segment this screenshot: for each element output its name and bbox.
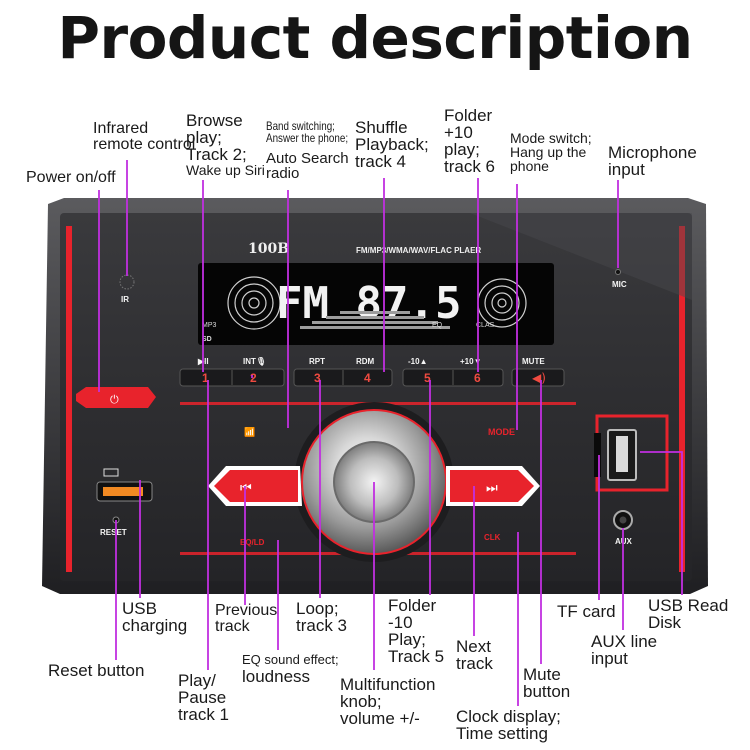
label-band: Band switching; Answer the phone;: [266, 119, 349, 145]
label-mode: Mode switch; Hang up the phone: [510, 130, 592, 174]
label-usb-charging: USB charging: [122, 599, 188, 635]
mic-text: MIC: [612, 280, 627, 289]
svg-text:CLK: CLK: [484, 533, 501, 542]
label-browse: Browse play; Track 2;: [186, 111, 247, 164]
preset-number-3: 3: [314, 371, 321, 385]
prev-icon: ⏮: [240, 481, 252, 496]
leader-lines: [98, 160, 683, 706]
label-auto-search: Auto Search radio: [266, 150, 349, 182]
mic-hole: [615, 269, 621, 275]
preset-number-6: 6: [474, 371, 481, 385]
prev-button: [214, 470, 298, 502]
label-play-pause: Play/ Pause track 1: [178, 671, 230, 724]
svg-text:SD: SD: [202, 336, 212, 343]
svg-text:EQ/LD: EQ/LD: [240, 538, 265, 547]
label-tf-card: TF card: [557, 602, 616, 621]
label-clock: Clock display; Time setting: [456, 707, 561, 743]
right-red-strip: [679, 226, 685, 572]
ir-sensor: [119, 274, 135, 290]
label-eq: EQ sound effect;: [242, 652, 339, 667]
label-next: Next track: [456, 637, 493, 673]
ir-text: IR: [121, 295, 129, 304]
preset-label-2: INT🎙: [243, 357, 266, 366]
label-folder-plus: Folder +10 play; track 6: [444, 106, 496, 176]
svg-text:📶: 📶: [244, 426, 255, 438]
preset-buttons: 1 2 3 4 5 6 ◀): [179, 368, 565, 387]
svg-text:◀): ◀): [532, 371, 546, 385]
power-button: [76, 387, 156, 408]
preset-label-mute: MUTE: [522, 357, 545, 366]
lcd-clas: CLAS: [476, 322, 495, 329]
label-folder-minus: Folder -10 Play; Track 5: [388, 596, 445, 666]
svg-text:MODE: MODE: [488, 427, 515, 437]
label-loudness: loudness: [242, 667, 311, 686]
preset-number-2: 2: [250, 371, 257, 385]
label-microphone: Microphone input: [608, 143, 697, 179]
preset-number-4: 4: [364, 371, 371, 385]
left-red-strip: [66, 226, 72, 572]
power-icon: ⏻: [110, 393, 119, 406]
lcd-mp3: MP3: [202, 322, 217, 329]
page-title: Product description: [57, 4, 693, 72]
label-mute: Mute button: [523, 665, 571, 701]
preset-label-6: +10▼: [460, 357, 482, 366]
preset-label-4: RDM: [356, 357, 375, 366]
reset-text: RESET: [100, 528, 127, 537]
next-icon: ⏭: [486, 481, 498, 496]
tf-card-slot: [594, 433, 601, 477]
label-aux-line: AUX line input: [591, 632, 658, 668]
lcd-display: [198, 263, 554, 345]
lcd-speaker-right: [477, 278, 527, 328]
label-multifunction: Multifunction knob; volume +/-: [340, 675, 436, 728]
label-loop: Loop; track 3: [296, 599, 348, 635]
model-text: 100B: [248, 241, 289, 257]
label-wake-siri: Wake up Siri: [186, 162, 265, 178]
lcd-speaker-left: [227, 276, 281, 330]
lcd-eq-bars: [300, 311, 450, 329]
label-usb-read: USB Read Disk: [648, 596, 729, 632]
label-previous: Previous track: [215, 602, 278, 635]
preset-number-5: 5: [424, 371, 431, 385]
lcd-eq: EQ: [432, 322, 443, 329]
label-power: Power on/off: [26, 169, 116, 186]
preset-label-5: -10▲: [408, 357, 427, 366]
formats-text: FM/MP3/WMA/WAV/FLAC PLAER: [356, 246, 481, 255]
label-shuffle: Shuffle Playback; track 4: [355, 118, 429, 171]
lcd-main-text: FM 87.5: [276, 278, 461, 329]
label-infrared: Infrared remote control: [93, 120, 196, 153]
preset-number-1: 1: [202, 371, 209, 385]
preset-label-3: RPT: [309, 357, 325, 366]
next-button: [450, 470, 534, 502]
label-reset: Reset button: [48, 661, 145, 680]
